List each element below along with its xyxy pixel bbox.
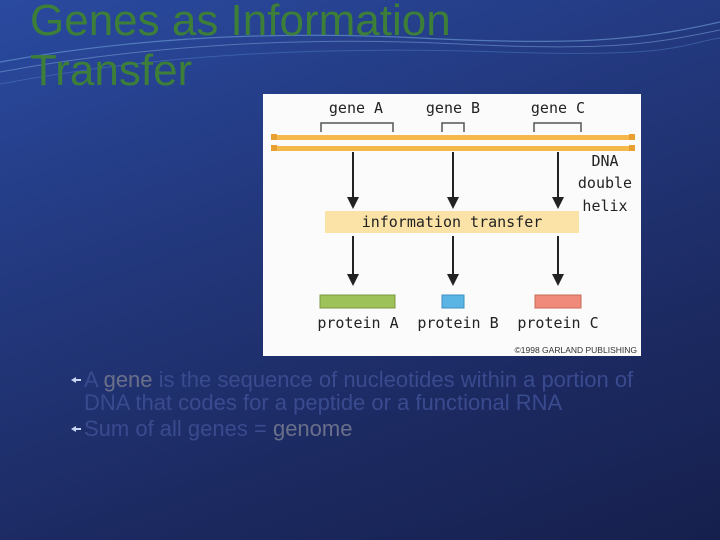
dna-label-line2: double	[578, 174, 632, 192]
term-gene: gene	[103, 367, 153, 392]
bullet-text: Sum of all genes =	[84, 416, 273, 441]
gene-bracket-b	[441, 122, 465, 132]
arrow-icon	[347, 236, 359, 286]
gene-bracket-c	[533, 122, 582, 132]
slide-title-line2: Transfer	[30, 46, 193, 95]
bullet-item-gene: A gene is the sequence of nucleotides wi…	[70, 368, 680, 414]
gene-label-b: gene B	[426, 99, 480, 117]
gene-label-a: gene A	[329, 99, 383, 117]
bullet-item-genome: Sum of all genes = genome	[70, 417, 680, 440]
dna-double-helix	[271, 134, 635, 151]
bullet-text: A	[84, 367, 104, 392]
information-transfer-band	[325, 211, 579, 233]
decorative-swoosh	[0, 21, 720, 85]
gene-bracket-a	[320, 122, 394, 132]
bullet-icon	[71, 426, 81, 432]
protein-bar-b	[441, 294, 465, 309]
protein-bar-a	[319, 294, 396, 309]
gene-transfer-diagram: gene A gene B gene C DNA double helix	[263, 94, 641, 356]
arrow-icon	[347, 152, 359, 209]
protein-label-c: protein C	[517, 314, 598, 332]
protein-bar-c	[534, 294, 582, 309]
protein-label-b: protein B	[417, 314, 498, 332]
arrow-icon	[447, 236, 459, 286]
arrow-icon	[552, 152, 564, 209]
dna-label-line3: helix	[582, 197, 627, 215]
arrow-icon	[447, 152, 459, 209]
bullet-list: A gene is the sequence of nucleotides wi…	[70, 368, 680, 443]
dna-label-line1: DNA	[591, 152, 618, 170]
slide-title: Genes as Information Transfer	[30, 0, 590, 96]
slide-title-line1: Genes as Information	[30, 0, 451, 45]
bullet-icon	[71, 377, 81, 383]
information-transfer-label: information transfer	[362, 213, 543, 231]
term-genome: genome	[272, 416, 353, 441]
arrow-icon	[552, 236, 564, 286]
bullet-text: is the sequence of nucleotides within a …	[84, 367, 634, 415]
gene-label-c: gene C	[531, 99, 585, 117]
copyright-notice: ©1998 GARLAND PUBLISHING	[515, 345, 637, 355]
protein-label-a: protein A	[317, 314, 398, 332]
